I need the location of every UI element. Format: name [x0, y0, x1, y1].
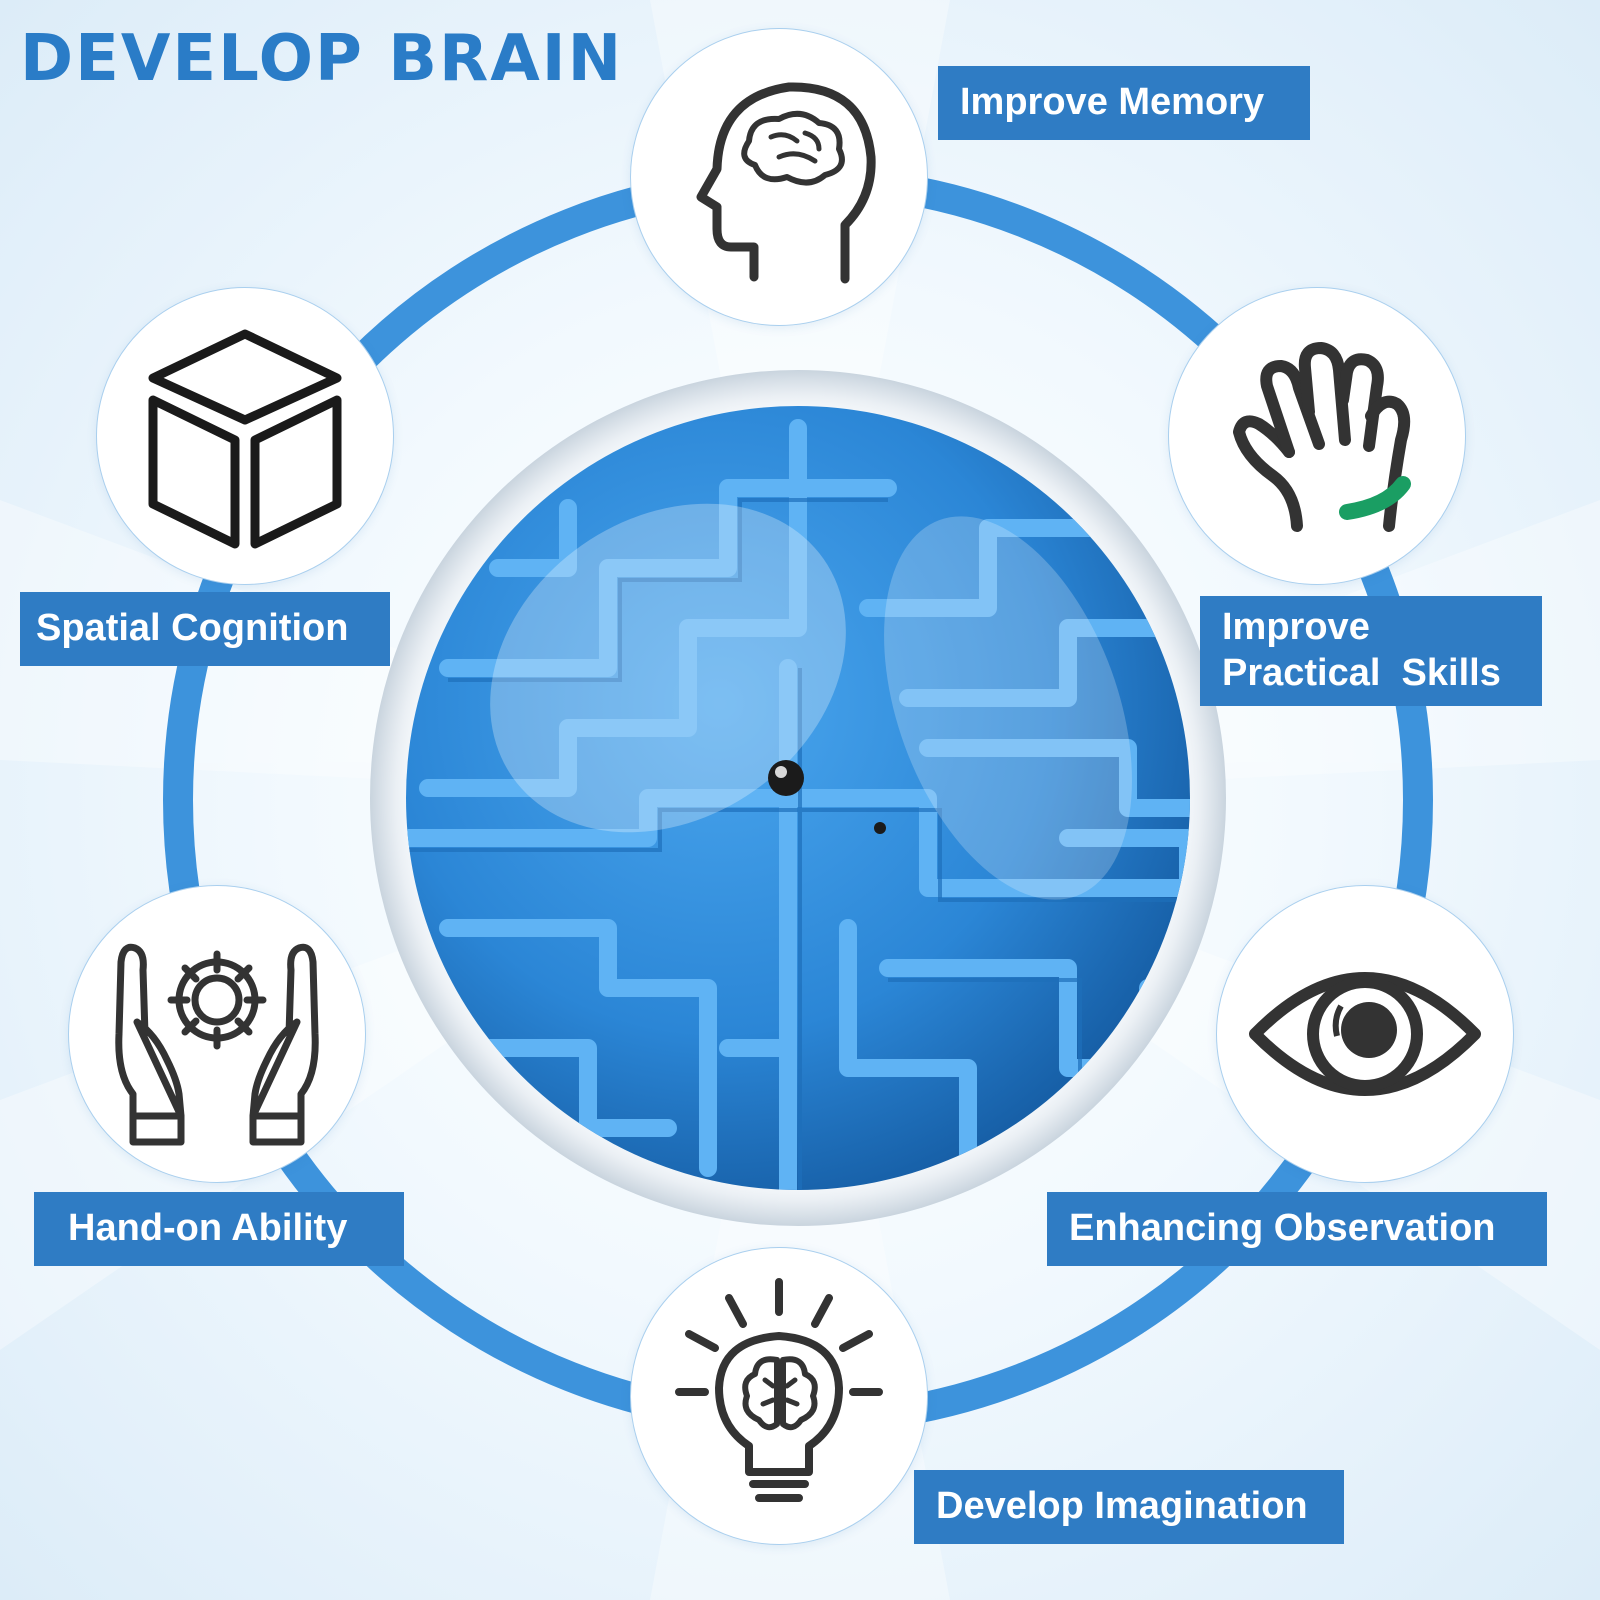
cube-icon — [148, 329, 342, 549]
badge-improve-memory — [630, 28, 928, 326]
label-hand-on-ability: Hand-on Ability — [34, 1192, 404, 1266]
badge-enhancing-observation — [1216, 885, 1514, 1183]
lightbulb-brain-icon — [675, 1278, 883, 1502]
label-line: Improve — [1222, 606, 1370, 648]
label-improve-memory: Improve Memory — [938, 66, 1310, 140]
label-enhancing-observation: Enhancing Observation — [1047, 1192, 1547, 1266]
badge-practical-skills — [1168, 287, 1466, 585]
label-line: Enhancing Observation — [1069, 1207, 1496, 1249]
badge-develop-imagination — [630, 1247, 928, 1545]
label-line: Hand-on Ability — [68, 1207, 348, 1249]
label-line: Develop Imagination — [936, 1485, 1308, 1527]
label-spatial-cognition: Spatial Cognition — [20, 592, 390, 666]
eye-icon — [1249, 972, 1481, 1096]
label-line: Spatial Cognition — [36, 607, 349, 649]
label-line: Improve Memory — [960, 81, 1265, 123]
label-develop-imagination: Develop Imagination — [914, 1470, 1344, 1544]
maze-ball-image — [370, 370, 1226, 1226]
badge-spatial-cognition — [96, 287, 394, 585]
label-practical-skills: Improve Practical Skills — [1200, 596, 1542, 706]
label-line: Practical Skills — [1222, 652, 1501, 694]
brain-head-icon — [696, 82, 876, 284]
hand-icon — [1233, 342, 1411, 532]
hands-gear-icon — [115, 943, 319, 1146]
badge-hand-on-ability — [68, 885, 366, 1183]
page-title: DEVELOP BRAIN — [20, 22, 624, 96]
